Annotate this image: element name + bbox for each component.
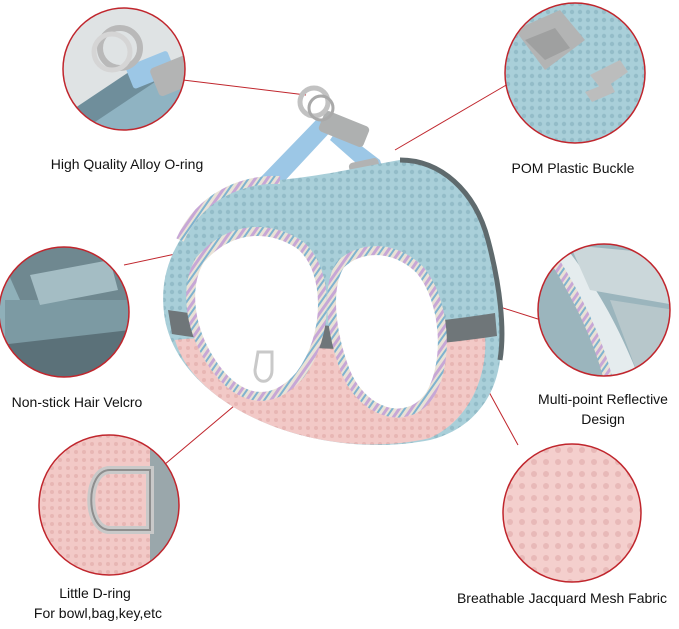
velcro-detail: [0, 246, 130, 378]
dring-detail: [38, 434, 180, 576]
oring-detail: [62, 7, 186, 131]
buckle-detail: [504, 2, 646, 144]
harness-product: [163, 85, 505, 445]
dring-label: Little D-ring: [59, 585, 131, 601]
velcro-label: Non-stick Hair Velcro: [11, 394, 143, 410]
reflective-detail: [537, 243, 671, 377]
mesh-label: Breathable Jacquard Mesh Fabric: [456, 590, 668, 606]
reflective-label: Multi-point Reflective Design: [538, 391, 668, 427]
mesh-detail: [502, 443, 642, 583]
dring-sub-label: For bowl,bag,key,etc: [33, 605, 163, 621]
oring-label: High Quality Alloy O-ring: [50, 156, 204, 172]
buckle-label: POM Plastic Buckle: [511, 160, 635, 176]
